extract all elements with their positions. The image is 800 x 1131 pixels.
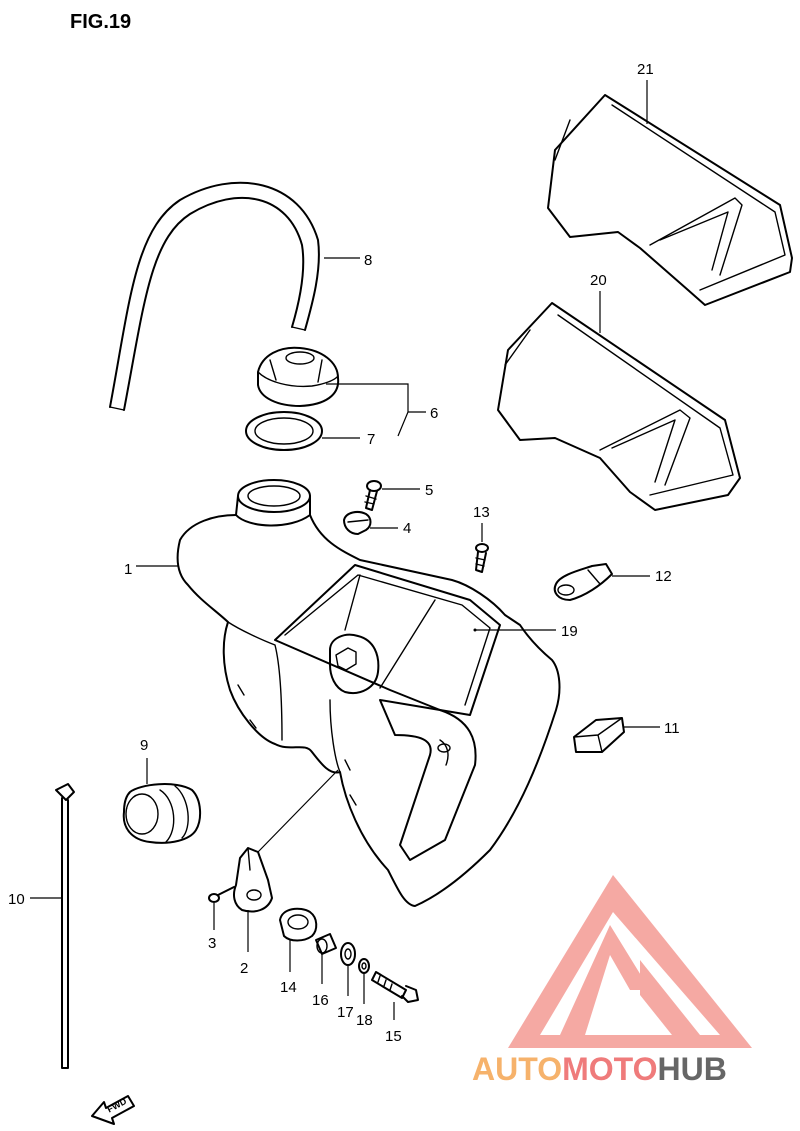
part-13-bolt bbox=[475, 543, 489, 573]
callout-10: 10 bbox=[8, 891, 25, 908]
callout-13: 13 bbox=[473, 504, 490, 521]
part-2-bracket bbox=[233, 847, 273, 913]
part-6-fuel-cap bbox=[257, 346, 340, 407]
callout-16: 16 bbox=[312, 992, 329, 1009]
callout-6: 6 bbox=[430, 405, 438, 422]
callout-21: 21 bbox=[637, 61, 654, 78]
part-10-cable-tie bbox=[55, 783, 75, 1069]
callout-12: 12 bbox=[655, 568, 672, 585]
callout-4: 4 bbox=[403, 520, 411, 537]
part-18-washer bbox=[358, 958, 370, 974]
watermark-part-auto: AUTO bbox=[472, 1051, 562, 1087]
callout-19: 19 bbox=[561, 623, 578, 640]
callout-20: 20 bbox=[590, 272, 607, 289]
part-3-screw bbox=[208, 886, 235, 903]
part-5-screw bbox=[364, 480, 382, 511]
part-7-gasket bbox=[245, 411, 323, 451]
callout-8: 8 bbox=[364, 252, 372, 269]
watermark-part-moto: MOTO bbox=[562, 1051, 657, 1087]
part-9-grommet bbox=[122, 783, 202, 844]
callout-5: 5 bbox=[425, 482, 433, 499]
part-20-side-cover bbox=[497, 302, 741, 511]
part-15-bolt bbox=[371, 971, 419, 1003]
part-16-collar bbox=[315, 933, 337, 955]
leader-6 bbox=[326, 383, 426, 437]
part-4-holder bbox=[343, 511, 372, 535]
part-8-breather-hose bbox=[109, 181, 320, 411]
callout-3: 3 bbox=[208, 935, 216, 952]
figure-title: FIG.19 bbox=[70, 11, 131, 33]
watermark-part-hub: HUB bbox=[657, 1051, 726, 1087]
callout-17: 17 bbox=[337, 1004, 354, 1021]
part-17-washer bbox=[340, 942, 356, 966]
callout-15: 15 bbox=[385, 1028, 402, 1045]
callout-2: 2 bbox=[240, 960, 248, 977]
callout-18: 18 bbox=[356, 1012, 373, 1029]
part-1-fuel-tank bbox=[176, 479, 561, 907]
watermark-auto: AUTOMOTOHUB bbox=[472, 1051, 727, 1087]
watermark-logo-icon bbox=[508, 875, 752, 1048]
callout-11: 11 bbox=[664, 720, 680, 737]
callout-14: 14 bbox=[280, 979, 297, 996]
callout-7: 7 bbox=[367, 431, 375, 448]
part-14-damper bbox=[279, 907, 318, 942]
forward-arrow-icon: FWD bbox=[91, 1095, 135, 1125]
callout-1: 1 bbox=[124, 561, 132, 578]
leader-2-tank bbox=[257, 769, 339, 853]
part-11-cushion bbox=[573, 717, 625, 753]
watermark-text: AUTOMOTOHUB bbox=[472, 1051, 727, 1087]
part-21-side-cover bbox=[547, 94, 793, 306]
callout-9: 9 bbox=[140, 737, 148, 754]
part-12-clamp bbox=[553, 563, 613, 601]
leader-19-dot bbox=[473, 628, 477, 632]
